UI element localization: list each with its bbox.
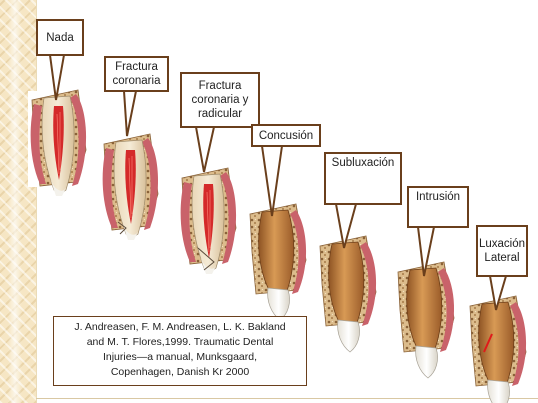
label-luxacion-lateral: Luxación Lateral [479,237,525,265]
label-fractura-coronaria-radicular: Fractura coronaria y radicular [185,79,255,121]
tooth-fractura-coronaria-radicular [181,168,236,274]
tooth-intrusion [398,262,454,378]
callout-fractura-coronaria: Fractura coronaria [104,56,169,92]
callout-fractura-coronaria-radicular: Fractura coronaria y radicular [180,72,260,128]
tooth-fractura-coronaria [103,134,158,240]
citation-line-4: Copenhagen, Danish Kr 2000 [60,365,300,380]
label-nada: Nada [46,31,74,45]
tooth-subluxacion [320,236,376,352]
citation-line-3: Injuries—a manual, Munksgaard, [60,350,300,365]
citation-line-2: and M. T. Flores,1999. Traumatic Dental [60,335,300,350]
tail-concusion [262,146,282,216]
callout-subluxacion: Subluxación [324,152,402,205]
label-concusion: Concusión [259,129,313,143]
tooth-concusion [250,204,306,320]
tail-fractura-coronaria-radicular [196,127,214,172]
tooth-luxacion-lateral [470,296,526,403]
citation-box: J. Andreasen, F. M. Andreasen, L. K. Bak… [53,316,307,386]
tooth-nada [31,90,86,196]
label-subluxacion: Subluxación [332,156,395,170]
citation-line-1: J. Andreasen, F. M. Andreasen, L. K. Bak… [60,320,300,335]
label-intrusion: Intrusión [416,190,460,204]
callout-luxacion-lateral: Luxación Lateral [476,225,528,277]
tail-fractura-coronaria [124,91,136,136]
callout-concusion: Concusión [251,124,321,147]
callout-nada: Nada [36,19,84,56]
label-fractura-coronaria: Fractura coronaria [109,60,164,88]
callout-intrusion: Intrusión [407,186,469,228]
